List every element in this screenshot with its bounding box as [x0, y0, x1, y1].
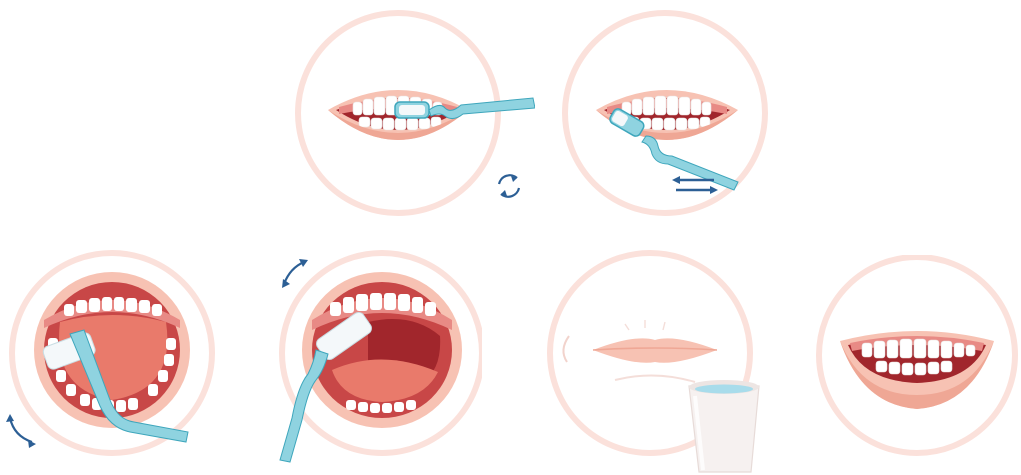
step-6-clean-smile	[812, 255, 1021, 470]
step-2-brush-side-teeth	[562, 10, 772, 220]
step-3-brush-lower-inner-teeth	[0, 250, 230, 475]
water-cup-icon	[689, 380, 759, 472]
smile-mouth	[840, 331, 994, 409]
circular-arrows-icon	[499, 175, 519, 196]
step-4-brush-upper-inner-teeth	[272, 250, 482, 475]
closed-lips	[563, 320, 717, 382]
step-1-brush-front-teeth	[295, 10, 535, 220]
curved-double-arrow-icon	[6, 414, 36, 448]
step-5-rinse-mouth	[545, 250, 765, 475]
curved-double-arrow-icon	[282, 259, 308, 288]
